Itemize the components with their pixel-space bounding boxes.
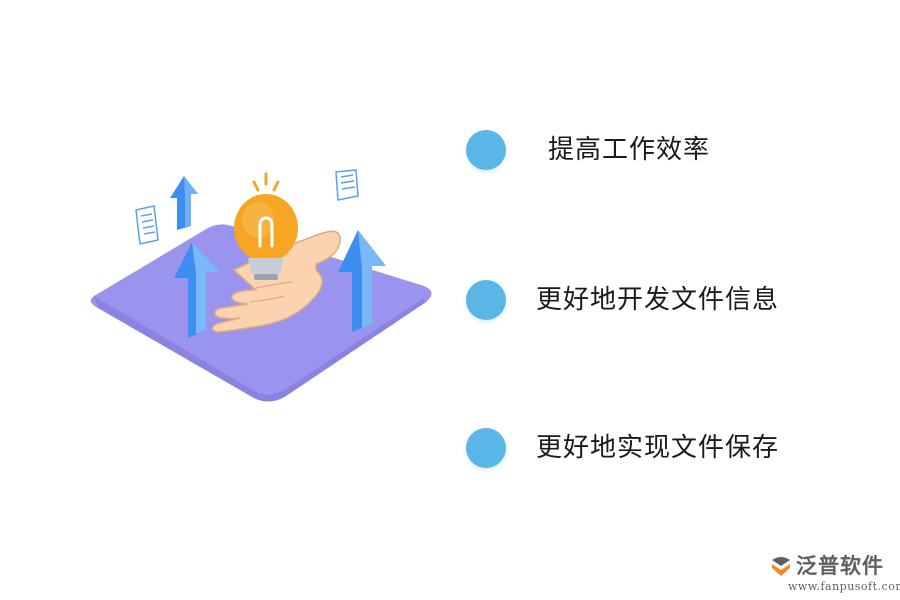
list-item: 更好地开发文件信息 <box>466 280 826 324</box>
feature-label: 更好地实现文件保存 <box>536 433 780 463</box>
up-arrow-icon <box>170 176 198 230</box>
logo-url: www.fanpusoft.com <box>788 580 900 593</box>
logo-name: 泛普软件 <box>796 554 884 578</box>
idea-illustration <box>90 169 432 402</box>
list-item: 提高工作效率 <box>466 130 766 174</box>
bullet-dot <box>466 280 506 320</box>
bullet-dot <box>466 428 506 468</box>
bullet-dot <box>466 130 506 170</box>
feature-label: 提高工作效率 <box>548 135 711 165</box>
feature-label: 更好地开发文件信息 <box>536 285 780 315</box>
up-arrow-icon <box>174 242 220 338</box>
brand-logo: 泛普软件 www.fanpusoft.com <box>768 552 900 597</box>
logo-mark-icon <box>772 557 790 576</box>
lightbulb-icon <box>234 172 298 280</box>
list-item: 更好地实现文件保存 <box>466 428 826 472</box>
paper-note-icon <box>135 205 159 245</box>
paper-note-icon <box>335 169 359 201</box>
up-arrow-icon <box>338 230 386 332</box>
hand-icon <box>211 230 341 333</box>
